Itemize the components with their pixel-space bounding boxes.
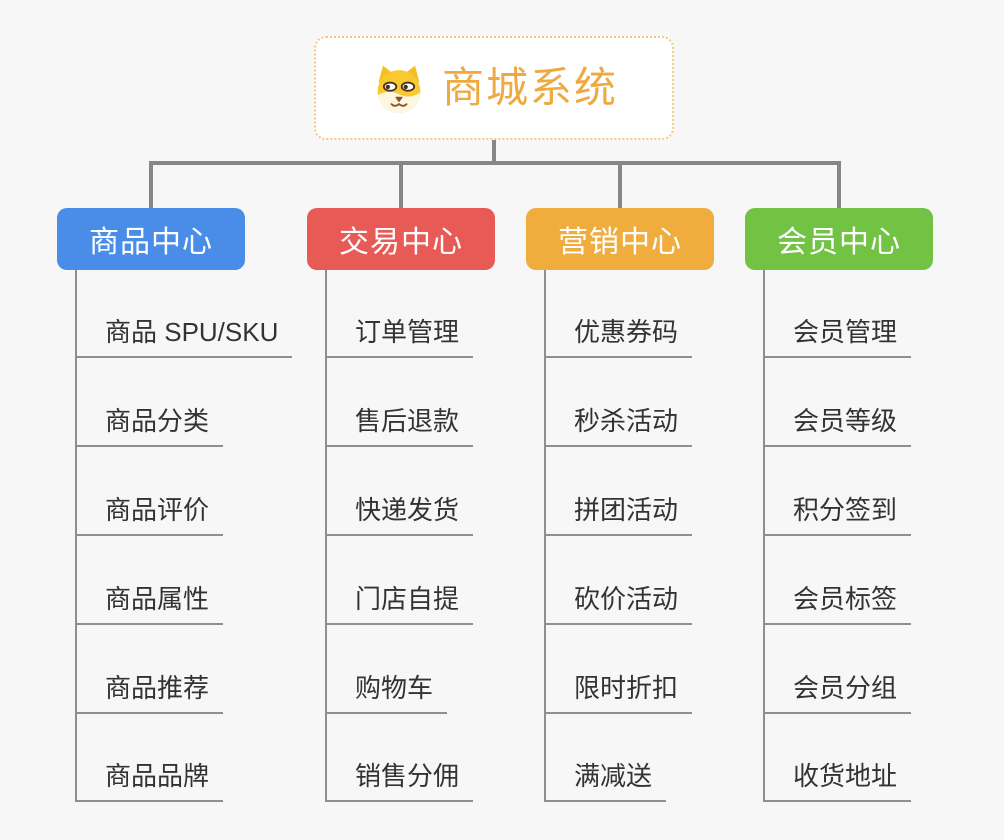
connector-root-stub [492,140,496,163]
subtopic[interactable]: 会员分组 [763,671,912,714]
branch-topic-member[interactable]: 会员中心 [745,208,933,270]
subtopic[interactable]: 会员等级 [763,404,912,447]
root-topic[interactable]: 商城系统 [314,36,674,140]
subtopic[interactable]: 订单管理 [325,315,474,358]
subtopic[interactable]: 商品评价 [75,493,224,536]
root-topic-title: 商城系统 [441,64,618,111]
subtopic[interactable]: 秒杀活动 [544,404,693,447]
branch-topic-trade[interactable]: 交易中心 [307,208,495,270]
subtopic[interactable]: 门店自提 [325,582,474,625]
subtopic[interactable]: 商品品牌 [75,759,224,802]
subtopic[interactable]: 会员标签 [763,582,912,625]
branch-topic-product[interactable]: 商品中心 [57,208,245,270]
subtopic[interactable]: 商品分类 [75,404,224,447]
subtopic[interactable]: 售后退款 [325,404,474,447]
branch-topic-marketing[interactable]: 营销中心 [526,208,714,270]
branch-child-line [763,270,765,802]
subtopic[interactable]: 优惠券码 [544,315,693,358]
branch-child-line [325,270,327,802]
subtopic[interactable]: 购物车 [325,671,448,714]
connector-drop-marketing [618,161,622,208]
subtopic[interactable]: 拼团活动 [544,493,693,536]
subtopic[interactable]: 会员管理 [763,315,912,358]
subtopic[interactable]: 快递发货 [325,493,474,536]
subtopic[interactable]: 砍价活动 [544,582,693,625]
branch-child-line [75,270,77,802]
subtopic[interactable]: 商品推荐 [75,671,224,714]
subtopic[interactable]: 收货地址 [763,759,912,802]
connector-drop-product [149,161,153,208]
connector-horizontal-bar [149,161,841,165]
subtopic[interactable]: 商品属性 [75,582,224,625]
connector-drop-trade [399,161,403,208]
dog-face-icon [377,65,421,113]
branch-child-line [544,270,546,802]
subtopic[interactable]: 销售分佣 [325,759,474,802]
subtopic[interactable]: 限时折扣 [544,671,693,714]
connector-drop-member [837,161,841,208]
subtopic[interactable]: 满减送 [544,759,667,802]
subtopic[interactable]: 商品 SPU/SKU [75,315,293,358]
subtopic[interactable]: 积分签到 [763,493,912,536]
